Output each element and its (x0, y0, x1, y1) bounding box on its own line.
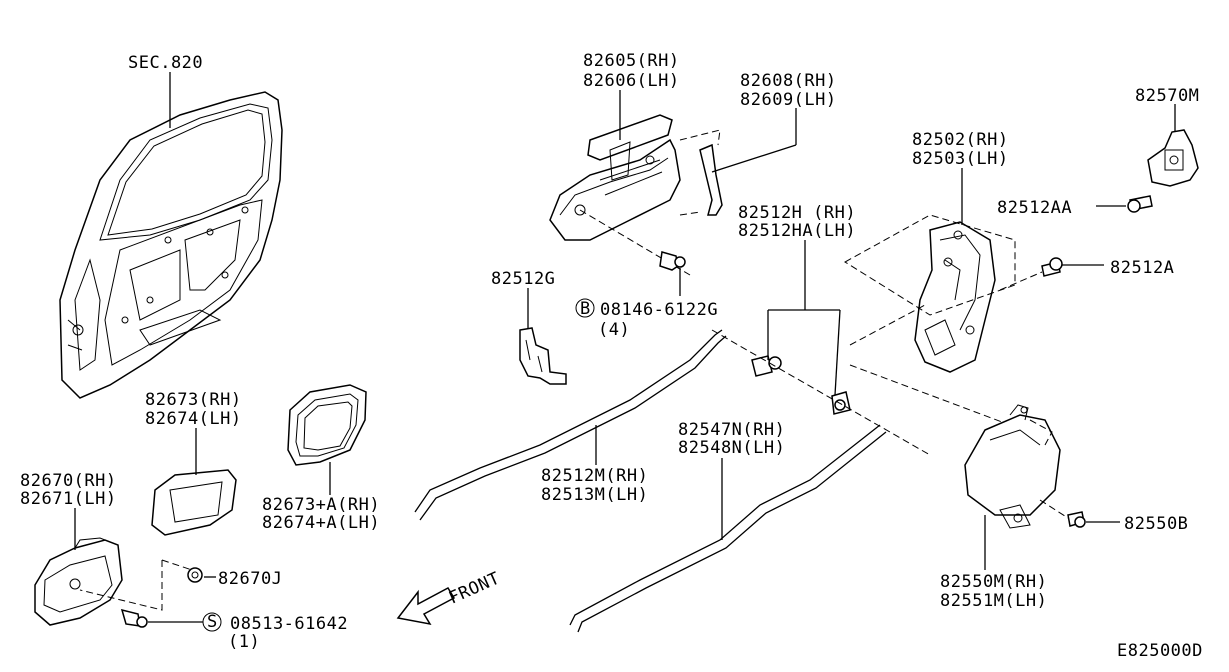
escutcheon-drawing (151, 469, 237, 536)
label-82670j: 82670J (218, 569, 282, 589)
label-82512aa: 82512AA (997, 198, 1072, 218)
dash-82550b (1039, 499, 1069, 519)
label-82512g: 82512G (491, 269, 555, 289)
label-82512h: 82512H (RH) (738, 203, 856, 223)
dash-82670 (79, 560, 163, 611)
door-lock-drawing (844, 214, 1016, 373)
label-sec820: SEC.820 (128, 53, 203, 73)
actuator-drawing (964, 404, 1061, 529)
label-82550b: 82550B (1124, 514, 1188, 534)
label-82548n: 82548N(LH) (678, 438, 785, 458)
label-screw-code: 08513-61642 (230, 614, 348, 634)
label-82674a: 82674+A(LH) (262, 513, 380, 533)
label-bolt-code: 08146-6122G (600, 300, 718, 320)
label-82674: 82674(LH) (145, 409, 242, 429)
dash-lock (849, 304, 926, 346)
label-82502: 82502(RH) (912, 130, 1009, 150)
leader-82512h-right (834, 309, 841, 396)
screw-82512aa-drawing (1127, 195, 1153, 213)
door-panel-drawing (59, 91, 283, 399)
screw-marker-circle (202, 612, 222, 632)
label-82547n: 82547N(RH) (678, 420, 785, 440)
label-bolt-qty: (4) (598, 320, 630, 340)
label-82551m: 82551M(LH) (940, 591, 1047, 611)
label-82512ha: 82512HA(LH) (738, 221, 856, 241)
label-82673: 82673(RH) (145, 390, 242, 410)
bezel-drawing (287, 384, 367, 466)
label-82606: 82606(LH) (583, 71, 680, 91)
clip-82512g-drawing (519, 327, 567, 385)
rod-82547n-edge (577, 431, 887, 633)
leader-82608-b (711, 144, 797, 173)
rod-82512m-edge (419, 335, 727, 521)
striker-drawing (1147, 129, 1199, 187)
screw-82550b-drawing (1067, 511, 1086, 528)
handle-rod-drawing (679, 129, 723, 216)
clip-82670j-drawing (187, 567, 203, 583)
dash-82605 (679, 211, 701, 216)
dash-82670j (161, 559, 193, 571)
dash-rods (711, 329, 931, 456)
label-82513m: 82513M(LH) (541, 485, 648, 505)
label-82609: 82609(LH) (740, 90, 837, 110)
screw-marker-letter: S (207, 612, 218, 632)
diagram-id: E825000D (1117, 641, 1203, 661)
rod-82547n-drawing (569, 424, 881, 626)
label-82671: 82671(LH) (20, 489, 117, 509)
label-screw-qty: (1) (228, 632, 260, 652)
label-82570m: 82570M (1135, 86, 1199, 106)
inside-handle-drawing (34, 537, 123, 626)
label-82550m: 82550M(RH) (940, 572, 1047, 592)
bolt-marker-letter: B (580, 299, 591, 319)
bolt-marker-circle (575, 298, 595, 318)
label-82673a: 82673+A(RH) (262, 495, 380, 515)
dash-82512a (999, 271, 1043, 291)
label-front: FRONT (446, 568, 503, 608)
label-82670: 82670(RH) (20, 471, 117, 491)
screw-82512a-drawing (1041, 257, 1063, 277)
front-arrow-icon (396, 587, 456, 626)
screw-08513-drawing (120, 608, 148, 628)
bolt-drawing (659, 251, 686, 271)
rod-82512m-drawing (414, 329, 723, 513)
label-82512m: 82512M(RH) (541, 466, 648, 486)
label-82503: 82503(LH) (912, 149, 1009, 169)
label-82605: 82605(RH) (583, 51, 680, 71)
outside-handle-drawing (549, 114, 681, 241)
label-82608: 82608(RH) (740, 71, 837, 91)
label-82512a: 82512A (1110, 258, 1174, 278)
